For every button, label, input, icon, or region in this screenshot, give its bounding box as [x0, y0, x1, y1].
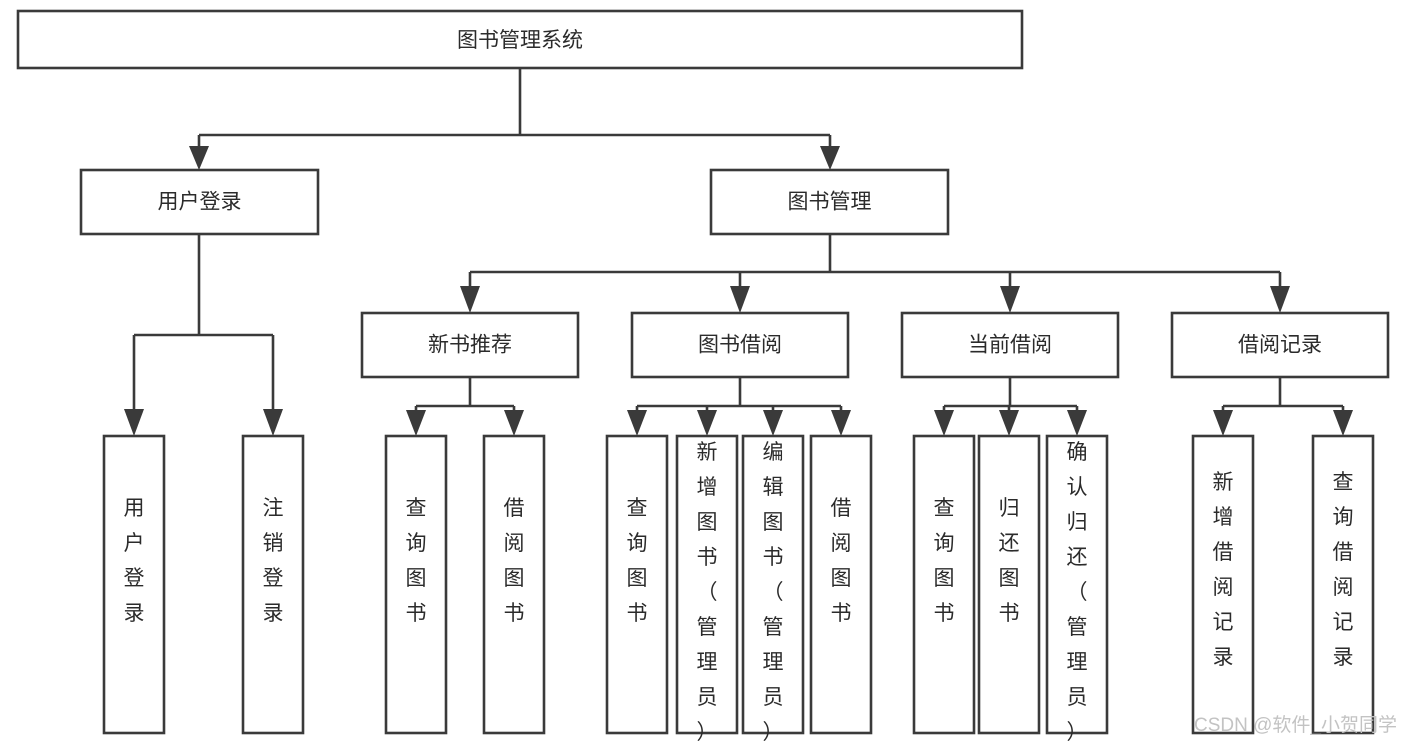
node-leaf-query-record-label: 查询借阅记录 — [1333, 471, 1354, 669]
node-user-login[interactable]: 用户登录 — [79, 168, 320, 236]
arrow-head-leaf-borrow-book-2 — [831, 410, 851, 436]
connector-layer — [124, 68, 1353, 436]
node-leaf-confirm-return-label: 确认归还（管理员） — [1067, 441, 1088, 744]
node-new-book-recommend[interactable]: 新书推荐 — [360, 311, 580, 379]
node-leaf-add-book[interactable]: 新增图书（管理员） — [675, 434, 739, 744]
node-leaf-query-book-2[interactable]: 查询图书 — [605, 434, 669, 735]
node-leaf-query-book-3[interactable]: 查询图书 — [912, 434, 976, 735]
node-book-borrow-label: 图书借阅 — [698, 334, 782, 357]
node-current-borrow[interactable]: 当前借阅 — [900, 311, 1120, 379]
arrow-head-leaf-query-record — [1333, 410, 1353, 436]
arrow-head-leaf-confirm-return — [1067, 410, 1087, 436]
node-book-management[interactable]: 图书管理 — [709, 168, 950, 236]
node-leaf-logout-login-label: 注销登录 — [263, 497, 284, 625]
csdn-watermark: CSDN @软件_小贺同学 — [1194, 714, 1397, 736]
node-leaf-add-record-label: 新增借阅记录 — [1213, 471, 1234, 669]
node-leaf-add-record-box[interactable] — [1191, 434, 1255, 735]
node-leaf-edit-book[interactable]: 编辑图书（管理员） — [741, 434, 805, 744]
arrow-head-leaf-logout-login — [263, 409, 283, 436]
arrow-head-leaf-edit-book — [763, 410, 783, 436]
node-leaf-query-book-3-box[interactable] — [912, 434, 976, 735]
node-leaf-query-book-1-box[interactable] — [384, 434, 448, 735]
arrow-head-borrow-record — [1270, 286, 1290, 313]
node-borrow-record-label: 借阅记录 — [1238, 334, 1322, 357]
node-leaf-add-book-box[interactable] — [675, 434, 739, 735]
node-leaf-query-book-2-box[interactable] — [605, 434, 669, 735]
node-leaf-user-login-label: 用户登录 — [124, 497, 145, 625]
node-current-borrow-box[interactable] — [900, 311, 1120, 379]
node-user-login-label: 用户登录 — [158, 191, 242, 214]
node-book-borrow-box[interactable] — [630, 311, 850, 379]
node-new-book-recommend-label: 新书推荐 — [428, 334, 512, 357]
node-leaf-query-book-1-label: 查询图书 — [406, 497, 427, 625]
node-leaf-query-record-box[interactable] — [1311, 434, 1375, 735]
arrow-head-leaf-query-book-3 — [934, 410, 954, 436]
arrow-head-leaf-return-book — [999, 410, 1019, 436]
node-leaf-borrow-book-2-box[interactable] — [809, 434, 873, 735]
node-new-book-recommend-box[interactable] — [360, 311, 580, 379]
node-leaf-confirm-return-box[interactable] — [1045, 434, 1109, 735]
node-leaf-return-book-box[interactable] — [977, 434, 1041, 735]
arrow-head-user-login — [189, 146, 209, 170]
node-leaf-borrow-book-1[interactable]: 借阅图书 — [482, 434, 546, 735]
node-borrow-record-box[interactable] — [1170, 311, 1390, 379]
node-book-borrow[interactable]: 图书借阅 — [630, 311, 850, 379]
node-leaf-user-login[interactable]: 用户登录 — [102, 434, 166, 735]
node-user-login-box[interactable] — [79, 168, 320, 236]
node-book-management-label: 图书管理 — [788, 191, 872, 214]
node-leaf-logout-login[interactable]: 注销登录 — [241, 434, 305, 735]
node-leaf-query-book-3-label: 查询图书 — [934, 497, 955, 625]
node-leaf-query-book-1[interactable]: 查询图书 — [384, 434, 448, 735]
node-borrow-record[interactable]: 借阅记录 — [1170, 311, 1390, 379]
arrow-head-leaf-borrow-book-1 — [504, 410, 524, 436]
arrow-head-leaf-add-record — [1213, 410, 1233, 436]
node-leaf-logout-login-box[interactable] — [241, 434, 305, 735]
node-root-box[interactable] — [16, 9, 1024, 70]
node-leaf-borrow-book-2-label: 借阅图书 — [831, 497, 852, 625]
node-leaf-borrow-book-1-label: 借阅图书 — [504, 497, 525, 625]
arrow-head-book-management — [820, 146, 840, 170]
arrow-head-leaf-query-book-1 — [406, 410, 426, 436]
node-leaf-borrow-book-1-box[interactable] — [482, 434, 546, 735]
node-leaf-borrow-book-2[interactable]: 借阅图书 — [809, 434, 873, 735]
node-leaf-edit-book-label: 编辑图书（管理员） — [763, 441, 784, 744]
node-leaf-return-book[interactable]: 归还图书 — [977, 434, 1041, 735]
arrow-head-leaf-user-login — [124, 409, 144, 436]
node-root[interactable]: 图书管理系统 — [16, 9, 1024, 70]
arrow-head-new-book-recommend — [460, 286, 480, 313]
node-leaf-return-book-label: 归还图书 — [999, 497, 1020, 625]
node-book-management-box[interactable] — [709, 168, 950, 236]
node-leaf-query-record[interactable]: 查询借阅记录 — [1311, 434, 1375, 735]
node-leaf-user-login-box[interactable] — [102, 434, 166, 735]
node-leaf-add-book-label: 新增图书（管理员） — [697, 441, 718, 744]
node-leaf-add-record[interactable]: 新增借阅记录 — [1191, 434, 1255, 735]
node-leaf-edit-book-box[interactable] — [741, 434, 805, 735]
arrow-head-book-borrow — [730, 286, 750, 313]
node-leaf-confirm-return[interactable]: 确认归还（管理员） — [1045, 434, 1109, 744]
node-current-borrow-label: 当前借阅 — [968, 334, 1052, 357]
node-leaf-query-book-2-label: 查询图书 — [627, 497, 648, 625]
arrow-head-current-borrow — [1000, 286, 1020, 313]
arrow-head-leaf-query-book-2 — [627, 410, 647, 436]
arrow-head-leaf-add-book — [697, 410, 717, 436]
node-root-label: 图书管理系统 — [457, 29, 583, 52]
